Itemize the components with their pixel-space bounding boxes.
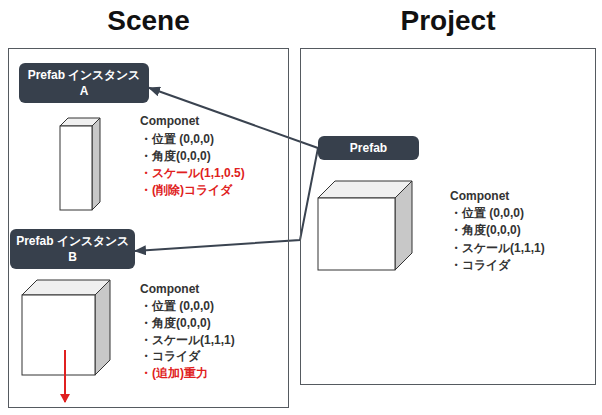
gravity-arrow	[64, 350, 66, 402]
component-item: ・角度(0,0,0)	[140, 316, 211, 330]
prefab-box: Prefab インスタンスB	[10, 229, 135, 269]
component-item: ・(追加)重力	[140, 366, 208, 380]
node-label: Prefab インスタンスB	[16, 233, 129, 265]
cube-tall	[60, 118, 100, 210]
cube-prefab	[318, 181, 412, 270]
component-item: ・コライダ	[140, 349, 200, 363]
component-item: Componet	[140, 282, 199, 296]
prefab-box: Prefab	[318, 136, 419, 160]
component-item: ・角度(0,0,0)	[450, 223, 521, 237]
region-box: ProjectPrefab	[300, 48, 596, 385]
region-title: Scene	[9, 5, 288, 37]
component-item: ・スケール(1,1,0.5)	[140, 166, 245, 180]
component-item: ・角度(0,0,0)	[140, 149, 211, 163]
component-item: ・(削除)コライダ	[140, 183, 232, 197]
connector-arrow	[135, 148, 318, 251]
component-item: ・コライダ	[450, 258, 510, 272]
component-item: Componet	[450, 189, 509, 203]
node-label: Prefab インスタンスA	[25, 67, 143, 99]
component-item: ・位置 (0,0,0)	[450, 206, 524, 220]
region-title: Project	[301, 5, 595, 37]
component-item: Componet	[140, 114, 199, 128]
component-item: ・位置 (0,0,0)	[140, 132, 214, 146]
node-label: Prefab	[324, 140, 413, 156]
component-item: ・スケール(1,1,1)	[140, 333, 235, 347]
component-item: ・スケール(1,1,1)	[450, 241, 545, 255]
component-item: ・位置 (0,0,0)	[140, 299, 214, 313]
prefab-box: Prefab インスタンスA	[19, 63, 149, 103]
